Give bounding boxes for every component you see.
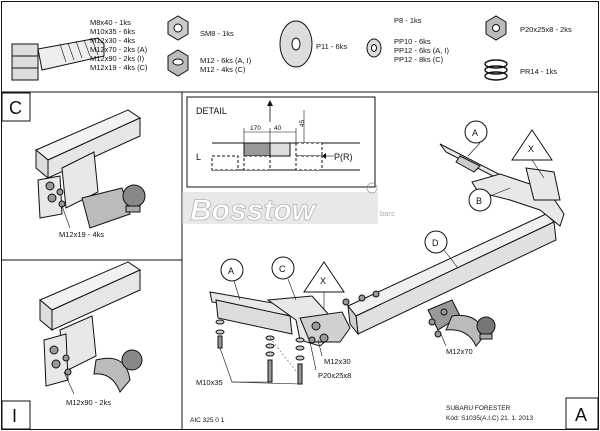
hex-nut-icon — [167, 49, 189, 77]
panel-c-letter: C — [9, 98, 22, 118]
watermark-text: Bosstow — [190, 194, 317, 227]
dim-label-2: 40 — [274, 125, 282, 132]
p8-list-item: P8 - 1ks — [394, 16, 422, 25]
pr14-label: PR14 - 1ks — [520, 67, 557, 76]
watermark-sub: bars — [380, 209, 395, 218]
callout-x-left: X — [303, 261, 345, 310]
spacer-block-icon — [485, 15, 507, 41]
c-ball-mount — [81, 184, 146, 229]
large-washer-icon — [279, 20, 313, 68]
c-leader — [61, 205, 71, 229]
callout-c: C — [271, 256, 297, 301]
callout-letter: X — [528, 144, 534, 154]
sm8-label: SM8 - 1ks — [200, 29, 234, 38]
panel-c: C M12x19 - 4ks — [1, 92, 146, 239]
page-letter: A — [575, 405, 587, 425]
bosstow-watermark: Bosstow bars — [182, 182, 395, 227]
m12-list-item: M12 - 4ks (C) — [200, 65, 246, 74]
callout-d: D — [424, 230, 459, 269]
ball-mount — [427, 299, 496, 347]
spring-washer-icon — [484, 59, 508, 81]
right-side-bracket — [439, 143, 565, 227]
callout-letter: B — [476, 196, 482, 206]
bolt-list-item: M12x90 - 2ks (I) — [90, 54, 145, 63]
panel-i-letter: I — [12, 406, 17, 426]
left-side-bracket — [209, 291, 351, 347]
drawing-code: AIC 325 0 1 — [190, 417, 225, 424]
panel-i: M12x90 - 2ks I — [1, 261, 143, 430]
vehicle-model: SUBARU FORESTER — [446, 405, 511, 412]
detail-inset: DETAIL 170 40 45 L P(R) — [186, 96, 376, 188]
bolt-icon — [11, 37, 105, 81]
callout-a-right: A — [464, 120, 488, 157]
callout-letter: A — [228, 266, 234, 276]
main-assembly: A B X D A C X — [196, 120, 565, 387]
callout-letter: D — [432, 238, 439, 248]
bolt-list-item: M8x40 - 1ks — [90, 18, 131, 27]
callout-letter: A — [472, 128, 478, 138]
label-m12x30: M12x30 — [324, 357, 351, 366]
loose-fastener-column — [215, 319, 305, 385]
p8-list-item: PP12 - 6ks (A, I) — [394, 46, 450, 55]
dim-label-1: 170 — [250, 125, 261, 132]
detail-frame — [186, 96, 376, 188]
side-frame-rail — [39, 261, 142, 332]
callout-b: B — [468, 187, 511, 212]
detail-shaded-block — [243, 142, 271, 157]
i-ball-mount — [93, 349, 143, 393]
callout-a-left: A — [220, 258, 244, 301]
label-m12x70: M12x70 — [446, 347, 473, 356]
callout-letter: C — [279, 264, 286, 274]
label-m10x35: M10x35 — [196, 378, 223, 387]
dim-label-3: 45 — [299, 119, 306, 127]
bolt-list-item: M10x35 - 6ks — [90, 27, 135, 36]
detail-title: DETAIL — [196, 106, 227, 116]
panel-c-letter-box — [1, 92, 31, 122]
towbar-crossbeam — [347, 213, 557, 336]
p8-list-item: PP10 - 6ks — [394, 37, 431, 46]
bolt-list-item: M12x70 - 2ks (A) — [90, 45, 148, 54]
i-leader — [63, 371, 75, 395]
panel-c-bolt-label: M12x19 - 4ks — [59, 230, 104, 239]
bolt-list: M8x40 - 1ks M10x35 - 6ks M12x30 - 4ks M1… — [90, 18, 148, 72]
p11-label: P11 - 6ks — [316, 42, 347, 51]
p20-label: P20x25x8 - 2ks — [520, 25, 572, 34]
panel-i-bolt-label: M12x90 - 2ks — [66, 398, 111, 407]
center-bolts — [428, 308, 448, 338]
detail-pr-label: P(R) — [334, 152, 353, 162]
panel-i-letter-box — [1, 400, 31, 430]
small-washer-icon — [366, 38, 382, 58]
bolt-list-item: M12x30 - 4ks — [90, 36, 135, 45]
bolt-list-item: M12x19 - 4ks (C) — [90, 63, 148, 72]
callout-letter: X — [320, 276, 326, 286]
m12-list-item: M12 - 6ks (A, I) — [200, 56, 252, 65]
label-p20x25x8: P20x25x8 — [318, 371, 351, 380]
detail-l-label: L — [196, 152, 201, 162]
page-letter-box — [565, 397, 599, 430]
p8-list-item: PP12 - 8ks (C) — [394, 55, 444, 64]
i-bolt-group — [49, 345, 72, 376]
left-bolt-group — [308, 290, 380, 344]
callout-x-right: X — [511, 129, 553, 179]
kod-date: Kód: S1035(A.I.C) 21. 1. 2013 — [446, 415, 533, 422]
c-bolt-group — [45, 181, 66, 208]
safety-nut-icon — [167, 15, 189, 41]
